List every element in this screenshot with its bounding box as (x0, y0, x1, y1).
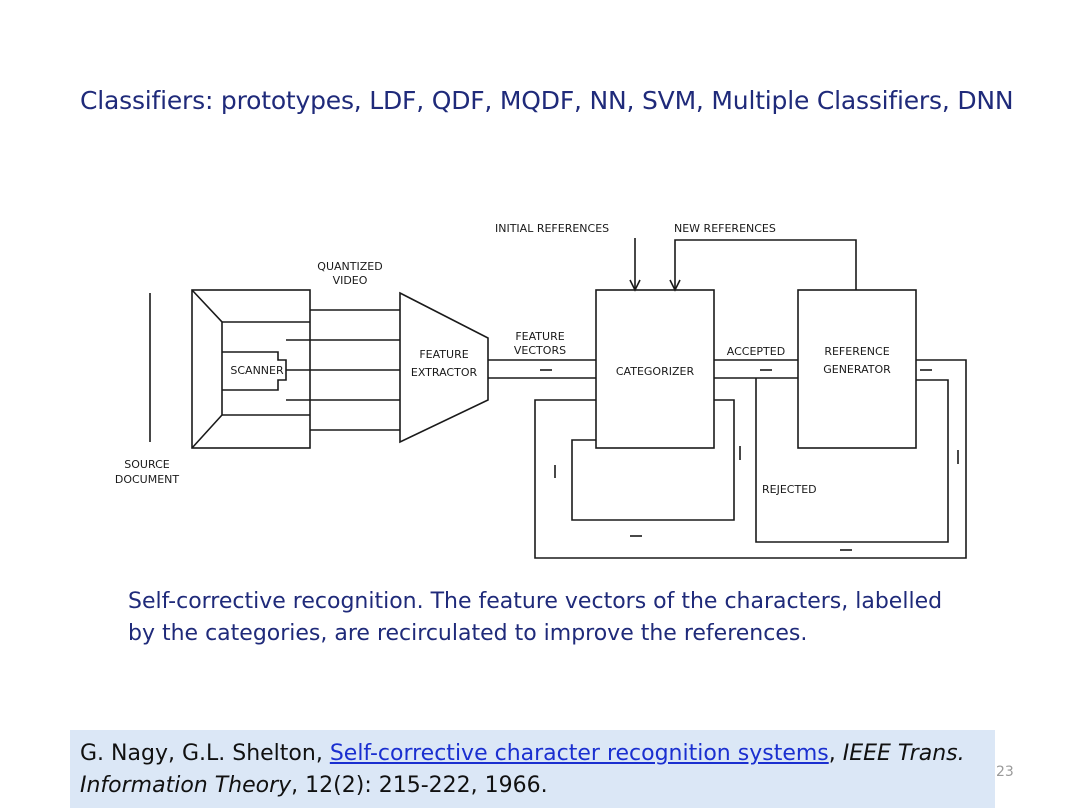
quantized-video-label-2: VIDEO (333, 274, 368, 287)
paper-link[interactable]: Self-corrective character recognition sy… (329, 741, 829, 766)
scanner-label: SCANNER (230, 364, 284, 377)
scanner-lens (191, 289, 223, 449)
categorizer-label: CATEGORIZER (616, 365, 695, 378)
feature-extractor-label-1: FEATURE (419, 348, 468, 361)
slide-title: Classifiers: prototypes, LDF, QDF, MQDF,… (80, 86, 1014, 115)
reference-generator-label-1: REFERENCE (824, 345, 889, 358)
feature-vectors-label-2: VECTORS (514, 344, 566, 357)
categorizer-box (595, 289, 715, 449)
initial-references-label: INITIAL REFERENCES (495, 222, 609, 235)
slide-caption: Self-corrective recognition. The feature… (128, 589, 943, 646)
reference-generator-box (797, 289, 917, 449)
accepted-label: ACCEPTED (727, 345, 785, 358)
reference-citation: G. Nagy, G.L. Shelton, Self-corrective c… (70, 730, 995, 808)
journal-name-part1: IEEE Trans. (842, 741, 965, 766)
feature-extractor-box (399, 291, 489, 444)
scanner-box (191, 289, 311, 449)
source-document-label-2: DOCUMENT (115, 473, 180, 486)
citation-authors: G. Nagy, G.L. Shelton, (80, 741, 323, 766)
citation-comma: , (828, 741, 836, 766)
self-corrective-recognition-diagram: INITIAL REFERENCES NEW REFERENCES QUANTI… (115, 222, 967, 559)
feature-extractor-label-2: EXTRACTOR (411, 366, 478, 379)
source-document-label-1: SOURCE (124, 458, 169, 471)
new-references-label: NEW REFERENCES (674, 222, 776, 235)
citation-details: , 12(2): 215-222, 1966. (291, 773, 548, 798)
feature-vectors-label-1: FEATURE (515, 330, 564, 343)
journal-name-part2: Information Theory (80, 773, 292, 798)
reference-generator-label-2: GENERATOR (823, 363, 891, 376)
quantized-video-label-1: QUANTIZED (317, 260, 382, 273)
page-number: 23 (996, 764, 1014, 780)
rejected-label: REJECTED (762, 483, 817, 496)
